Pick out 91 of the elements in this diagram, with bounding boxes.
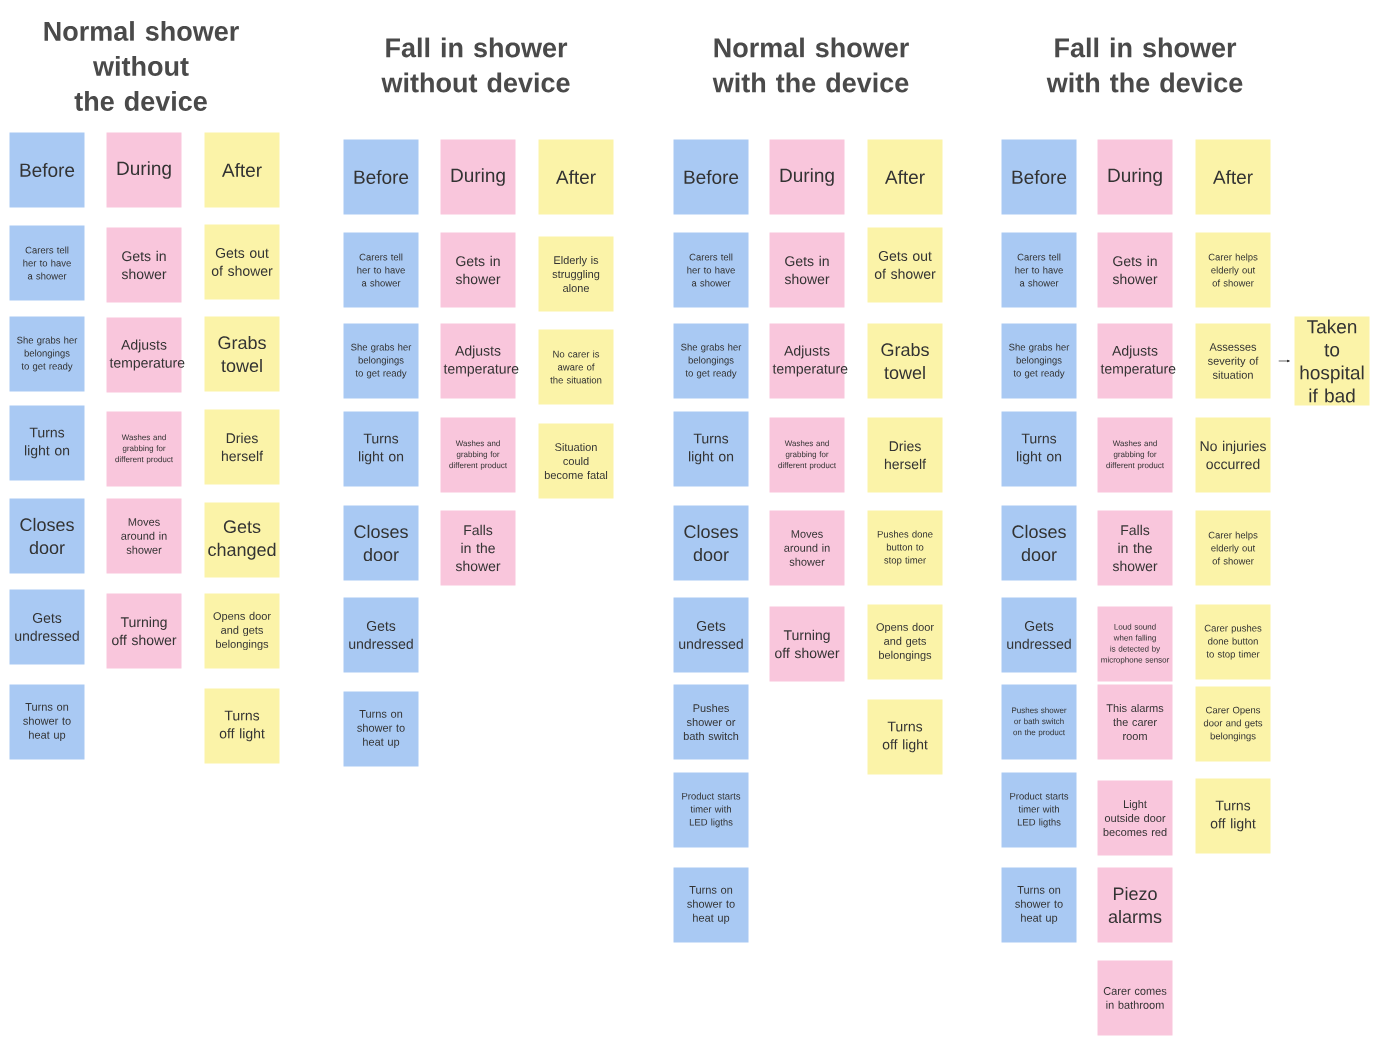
sticky-note: Turns on shower to heat up bbox=[343, 691, 419, 767]
sticky-note: Gets undressed bbox=[673, 597, 749, 673]
sticky-note: Moves around in shower bbox=[769, 510, 845, 586]
column-header-note: During bbox=[1097, 139, 1173, 215]
sticky-note: Washes and grabbing for different product bbox=[1097, 417, 1173, 493]
sticky-note: Carer comes in bathroom bbox=[1097, 960, 1173, 1036]
column-header-note: During bbox=[106, 132, 182, 208]
column-header-note: Taken to hospital if bad bbox=[1294, 316, 1370, 406]
column-header-note: During bbox=[440, 139, 516, 215]
sticky-note: Carer helps elderly out of shower bbox=[1195, 510, 1271, 586]
sticky-note: Moves around in shower bbox=[106, 498, 182, 574]
sticky-note: Pushes shower or bath switch on the product bbox=[1001, 684, 1077, 760]
sticky-note: Opens door and gets belongings bbox=[867, 604, 943, 680]
sticky-note: Gets in shower bbox=[106, 227, 182, 303]
sticky-note: Carer helps elderly out of shower bbox=[1195, 232, 1271, 308]
sticky-note: Situation could become fatal bbox=[538, 423, 614, 499]
sticky-note: No injuries occurred bbox=[1195, 417, 1271, 493]
sticky-note: Gets changed bbox=[204, 502, 280, 578]
sticky-note: She grabs her belongings to get ready bbox=[9, 316, 85, 392]
sticky-note: Falls in the shower bbox=[440, 510, 516, 586]
sticky-note: Turns off light bbox=[204, 688, 280, 764]
sticky-note: Closes door bbox=[343, 505, 419, 581]
column-header-note: After bbox=[204, 132, 280, 208]
sticky-note: Gets out of shower bbox=[204, 224, 280, 300]
sticky-note: Adjusts temperature bbox=[440, 323, 519, 399]
sticky-note: She grabs her belongings to get ready bbox=[673, 323, 749, 399]
sticky-note: Closes door bbox=[1001, 505, 1077, 581]
sticky-note: Pushes shower or bath switch bbox=[673, 684, 749, 760]
sticky-note: Dries herself bbox=[867, 417, 943, 493]
column-header-note: During bbox=[769, 139, 845, 215]
sticky-note: Carers tell her to have a shower bbox=[343, 232, 419, 308]
sticky-note: Carers tell her to have a shower bbox=[1001, 232, 1077, 308]
sticky-note: Opens door and gets belongings bbox=[204, 593, 280, 669]
sticky-note: Carers tell her to have a shower bbox=[673, 232, 749, 308]
sticky-note: Gets in shower bbox=[440, 232, 516, 308]
sticky-note: Grabs towel bbox=[867, 323, 943, 399]
sticky-note: Carers tell her to have a shower bbox=[9, 225, 85, 301]
sticky-note: Falls in the shower bbox=[1097, 510, 1173, 586]
sticky-note: Turns light on bbox=[673, 411, 749, 487]
group-title: Normal shower with the device bbox=[712, 37, 909, 93]
sticky-note: Assesses severity of situation bbox=[1195, 323, 1271, 399]
column-header-note: Before bbox=[9, 132, 85, 208]
sticky-note: Gets undressed bbox=[1001, 597, 1077, 673]
sticky-note: No carer is aware of the situation bbox=[538, 329, 614, 405]
sticky-note: Washes and grabbing for different product bbox=[440, 417, 516, 493]
sticky-note: Dries herself bbox=[204, 409, 280, 485]
sticky-note: Turns light on bbox=[1001, 411, 1077, 487]
sticky-note: Turning off shower bbox=[769, 606, 845, 682]
sticky-note: Product starts timer with LED ligths bbox=[673, 772, 749, 848]
sticky-note: Carer pushes done button to stop timer bbox=[1195, 604, 1271, 680]
sticky-note: She grabs her belongings to get ready bbox=[343, 323, 419, 399]
sticky-note: Turns off light bbox=[1195, 778, 1271, 854]
arrow bbox=[1278, 359, 1290, 363]
sticky-note: Closes door bbox=[673, 505, 749, 581]
sticky-note: Turns on shower to heat up bbox=[1001, 867, 1077, 943]
sticky-note: Pushes done button to stop timer bbox=[867, 510, 943, 586]
sticky-note: This alarms the carer room bbox=[1097, 684, 1173, 760]
sticky-note: Adjusts temperature bbox=[106, 317, 185, 393]
sticky-note: Gets out of shower bbox=[867, 227, 943, 303]
column-header-note: Before bbox=[1001, 139, 1077, 215]
group-title: Normal shower without the device bbox=[44, 21, 239, 111]
sticky-note: Turns on shower to heat up bbox=[9, 684, 85, 760]
sticky-note: Washes and grabbing for different product bbox=[106, 411, 182, 487]
sticky-note: Product starts timer with LED ligths bbox=[1001, 772, 1077, 848]
sticky-note: Closes door bbox=[9, 498, 85, 574]
sticky-note: Gets in shower bbox=[1097, 232, 1173, 308]
sticky-note: Gets undressed bbox=[343, 597, 419, 673]
column-header-note: Before bbox=[343, 139, 419, 215]
group-title: Fall in shower with the device bbox=[1046, 37, 1243, 93]
column-header-note: After bbox=[1195, 139, 1271, 215]
sticky-note: Gets undressed bbox=[9, 589, 85, 665]
sticky-note: Turning off shower bbox=[106, 593, 182, 669]
column-header-note: After bbox=[538, 139, 614, 215]
sticky-note: Loud sound when falling is detected by microphone sensor bbox=[1097, 606, 1173, 682]
group-title: Fall in shower without device bbox=[381, 37, 570, 93]
sticky-note: Carer Opens door and gets belongings bbox=[1195, 686, 1271, 762]
sticky-note: Grabs towel bbox=[204, 316, 280, 392]
sticky-note: Turns light on bbox=[343, 411, 419, 487]
sticky-note: Light outside door becomes red bbox=[1097, 780, 1173, 856]
sticky-note: Gets in shower bbox=[769, 232, 845, 308]
sticky-note: She grabs her belongings to get ready bbox=[1001, 323, 1077, 399]
sticky-note: Turns off light bbox=[867, 699, 943, 775]
column-header-note: After bbox=[867, 139, 943, 215]
column-header-note: Before bbox=[673, 139, 749, 215]
sticky-note: Elderly is struggling alone bbox=[538, 236, 614, 312]
sticky-note: Adjusts temperature bbox=[769, 323, 848, 399]
sticky-note: Turns on shower to heat up bbox=[673, 867, 749, 943]
sticky-note: Washes and grabbing for different product bbox=[769, 417, 845, 493]
sticky-note: Turns light on bbox=[9, 405, 85, 481]
sticky-note: Piezo alarms bbox=[1097, 867, 1173, 943]
sticky-note: Adjusts temperature bbox=[1097, 323, 1176, 399]
